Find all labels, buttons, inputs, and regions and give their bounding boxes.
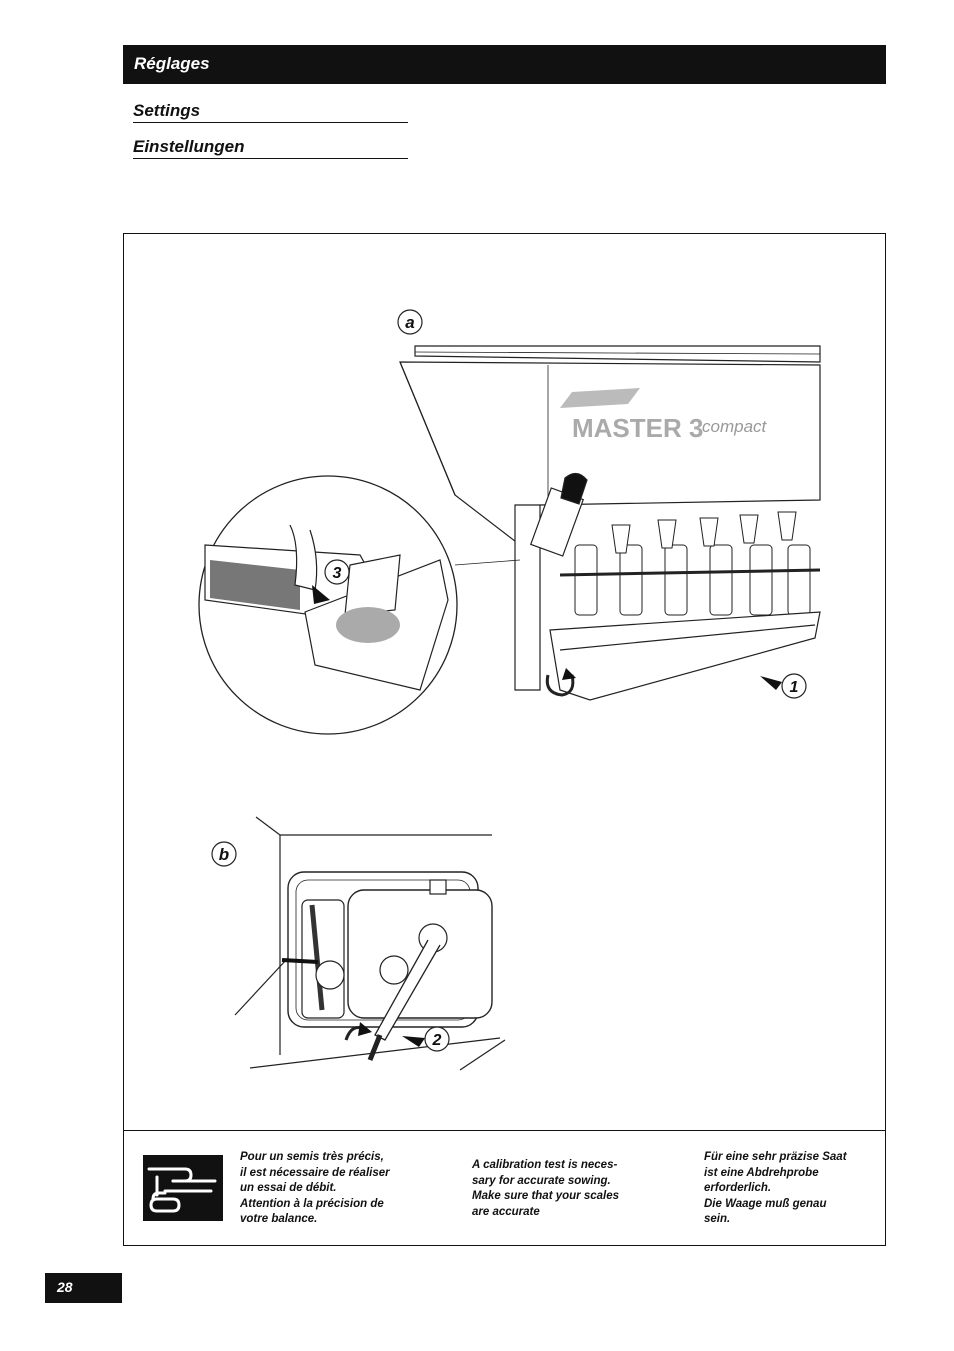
callout-2: 2 xyxy=(432,1032,442,1049)
figure-label-b: b xyxy=(219,845,229,864)
page-number-tab: 28 xyxy=(45,1273,122,1303)
subheading-english: Settings xyxy=(133,101,408,123)
callout-3: 3 xyxy=(333,565,342,582)
section-title: Réglages xyxy=(134,54,210,73)
illustration-frame xyxy=(123,233,886,1246)
page-number: 28 xyxy=(57,1279,73,1295)
pointing-hand-icon xyxy=(143,1155,223,1221)
seed-drill-drawing: MASTER 3 compact xyxy=(399,345,821,701)
note-text-german: Für eine sehr präzise Saat ist eine Abdr… xyxy=(704,1151,847,1225)
note-text-english: A calibration test is neces- sary for ac… xyxy=(472,1159,620,1218)
figure-label-a: a xyxy=(405,313,414,332)
subheading-german: Einstellungen xyxy=(133,137,408,159)
brand-name: MASTER 3 xyxy=(572,413,703,443)
note-divider xyxy=(123,1130,886,1131)
section-header: Réglages xyxy=(123,45,886,84)
brand-suffix: compact xyxy=(702,417,768,436)
detail-view-drawing xyxy=(198,475,521,735)
note-text-french: Pour un semis très précis, il est nécess… xyxy=(240,1151,390,1225)
gearbox-drawing xyxy=(234,816,506,1071)
callout-1: 1 xyxy=(790,679,799,696)
